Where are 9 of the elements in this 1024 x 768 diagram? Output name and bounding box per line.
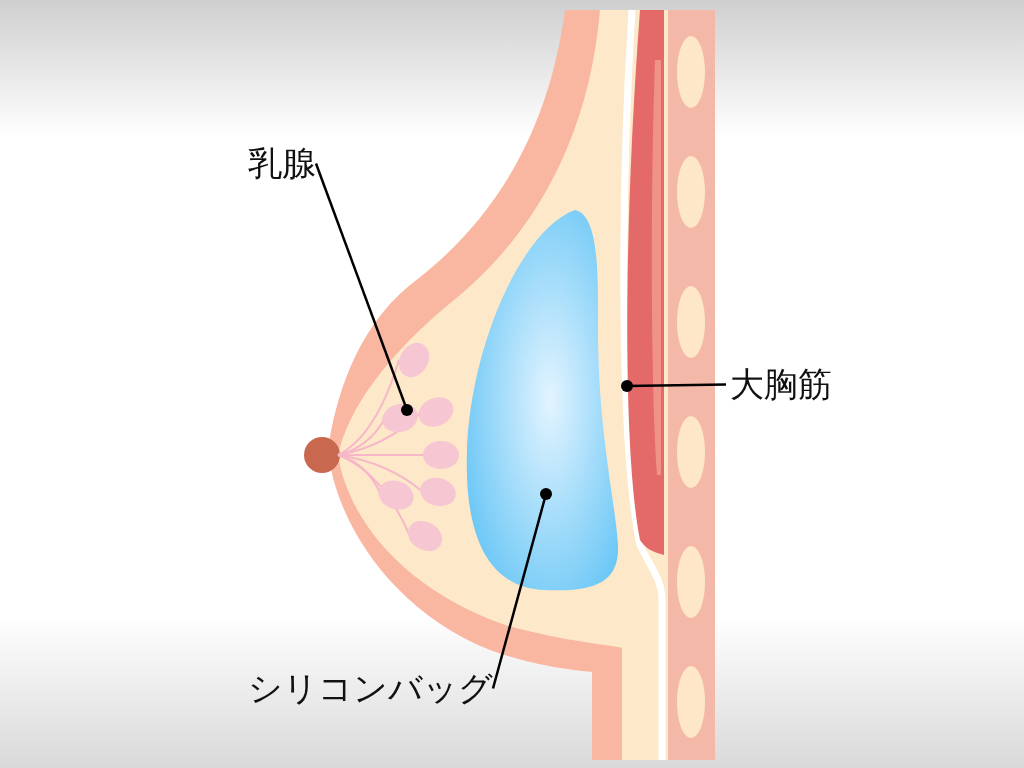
part-label: 大胸筋: [730, 366, 832, 404]
part-label: 乳腺: [248, 145, 316, 183]
part-label: シリコンバッグ: [248, 670, 493, 708]
leader-line: [314, 163, 413, 416]
leader-line: [491, 488, 552, 689]
pectoral-muscle-drawing: [627, 10, 664, 555]
silicone-implant: [466, 210, 618, 591]
mammary-gland-drawing: [337, 342, 459, 552]
leader-line: [621, 380, 726, 392]
